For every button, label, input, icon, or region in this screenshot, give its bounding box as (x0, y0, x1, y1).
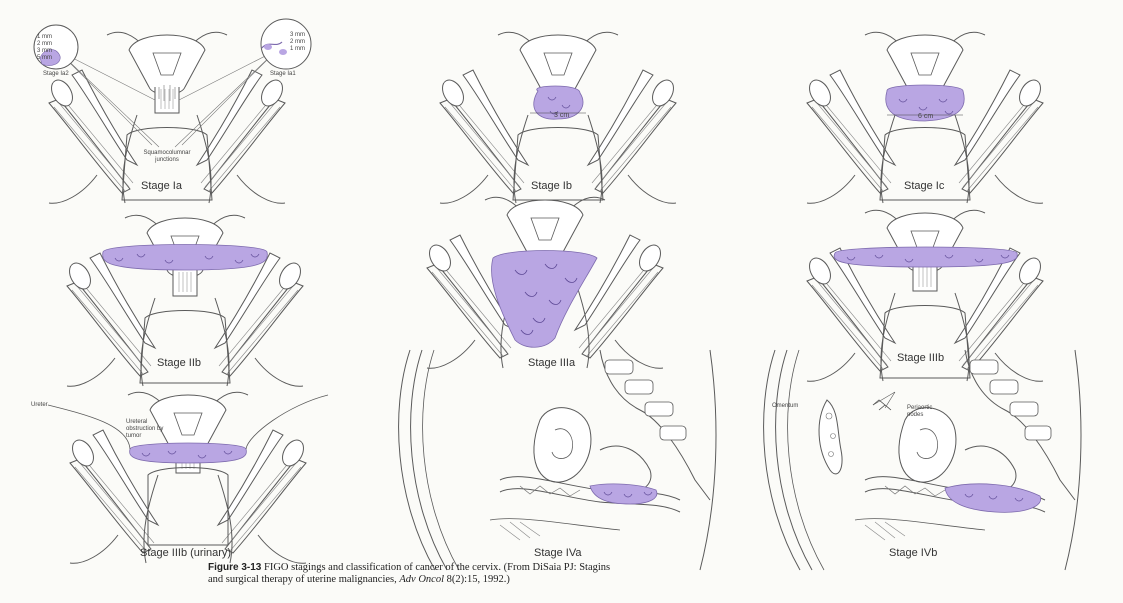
caption-line-2: and surgical therapy of uterine malignan… (208, 574, 968, 586)
omentum-label: Omentum (772, 403, 798, 410)
ib-width-label: 3 cm (554, 112, 569, 119)
label-stage-iiib: Stage IIIb (897, 352, 944, 364)
journal-title: Adv Oncol (399, 574, 444, 585)
periaortic-nodes-label: Periaortic nodes (907, 405, 947, 419)
label-stage-ivb: Stage IVb (889, 547, 937, 559)
label-stage-iiib-urinary: Stage IIIb (urinary) (140, 547, 231, 559)
panel-stage-iiia-drawing (425, 197, 665, 368)
label-stage-ic: Stage Ic (904, 180, 944, 192)
label-stage-iiia: Stage IIIa (528, 357, 575, 369)
panel-stage-iva-drawing (399, 350, 716, 570)
ureter-label: Ureter (31, 402, 48, 409)
figure-number: Figure 3-13 (208, 562, 261, 573)
mm-labels-left: 1 mm 2 mm 3 mm 5 mm (37, 34, 52, 62)
ureteral-obstruction-label: Ureteral obstruction by tumor (126, 419, 170, 440)
squamocolumnar-junction-label: Squamocolumnar junctions (137, 150, 197, 164)
label-stage-ia: Stage Ia (141, 180, 182, 192)
label-stage-iib: Stage IIb (157, 357, 201, 369)
ic-width-label: 6 cm (918, 113, 933, 120)
stage-ia1-label: Stage Ia1 (270, 71, 296, 78)
panel-stage-ivb-drawing (764, 350, 1081, 570)
label-stage-ib: Stage Ib (531, 180, 572, 192)
caption-line-1: Figure 3-13 FIGO stagings and classifica… (208, 562, 968, 574)
panel-stage-ia-drawing (47, 32, 287, 203)
label-stage-iva: Stage IVa (534, 547, 582, 559)
stage-ia2-label: Stage Ia2 (43, 71, 69, 78)
figure-caption: Figure 3-13 FIGO stagings and classifica… (208, 562, 968, 586)
mm-labels-right: 3 mm 2 mm 1 mm (290, 32, 305, 53)
panel-stage-iiib-urinary-drawing (48, 392, 328, 563)
